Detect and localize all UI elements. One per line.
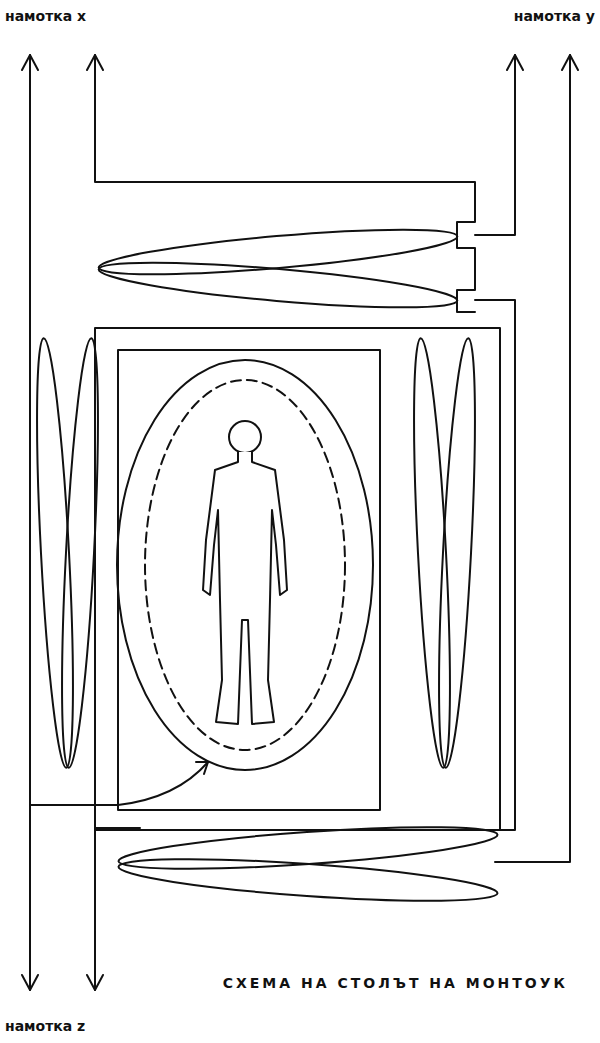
coil xyxy=(432,338,482,769)
coil-label: намотка y xyxy=(514,8,595,24)
chair-frame xyxy=(118,350,380,810)
coil xyxy=(55,338,105,769)
lead-wire xyxy=(475,55,515,235)
body-loop xyxy=(145,380,345,750)
coil-label: намотка z xyxy=(5,1018,85,1034)
arrowheads xyxy=(196,762,208,774)
lead-wire xyxy=(30,762,208,805)
lead-wire xyxy=(475,300,515,830)
coil xyxy=(117,819,498,877)
lead-wire xyxy=(495,55,570,862)
lead-wire xyxy=(95,828,140,990)
caption: СХЕМА НА СТОЛЪТ НА МОНТОУК xyxy=(223,975,568,991)
coil xyxy=(117,851,498,909)
person-figure xyxy=(203,452,287,724)
coil xyxy=(97,220,458,283)
chair-frame xyxy=(95,328,500,830)
arrowheads xyxy=(22,975,103,990)
person-figure xyxy=(229,421,261,453)
lead-wire xyxy=(29,55,31,990)
coil xyxy=(407,338,457,769)
lead-wire xyxy=(95,55,475,312)
arrowheads xyxy=(22,55,578,70)
coil xyxy=(97,253,458,316)
coil-label: намотка x xyxy=(5,8,86,24)
body-loop xyxy=(117,360,373,770)
coil xyxy=(30,338,80,769)
